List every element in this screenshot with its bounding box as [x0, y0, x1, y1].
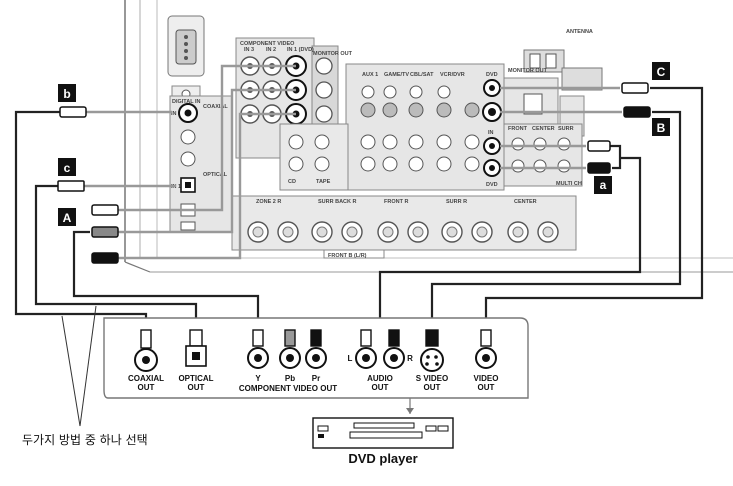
audio-cable-a [378, 156, 642, 330]
coaxial-out-label-1: COAXIAL [128, 374, 164, 383]
dvd-audio-in-label: IN [488, 130, 494, 136]
source-label-cblsat: CBL/SAT [410, 72, 434, 78]
audio-out-label-1: AUDIO [367, 374, 393, 383]
optical-out-label-1: OPTICAL [178, 374, 213, 383]
optical-cable-c [34, 184, 198, 332]
source-label-vcrdvr: VCR/DVR [440, 72, 465, 78]
source-label-aux1: AUX 1 [362, 72, 378, 78]
audio-l-label: L [348, 354, 353, 363]
callout-b: b [63, 87, 70, 101]
speaker-zone2: ZONE 2 R [256, 199, 281, 205]
component-video-out-label: COMPONENT VIDEO OUT [239, 384, 337, 393]
component-video-title: COMPONENT VIDEO [240, 41, 295, 47]
digital-coaxial-label: COAXIAL [203, 104, 228, 110]
video-cable-c [484, 86, 704, 330]
coaxial-out-label-2: OUT [138, 383, 155, 392]
dvd-bottom-label: DVD [486, 182, 498, 188]
callout-A: A [63, 211, 72, 225]
component-cable-pr-upper [118, 112, 296, 260]
dvd-player-icon [312, 417, 454, 449]
video-out-label-1: VIDEO [474, 374, 499, 383]
callout-b-box [58, 84, 76, 102]
digital-optical-label: OPTICAL [203, 172, 228, 178]
front-label: FRONT [508, 126, 528, 132]
source-jacks [288, 85, 480, 172]
panel-pointer [406, 398, 414, 414]
tape-label: TAPE [316, 179, 331, 185]
speaker-center: CENTER [514, 199, 537, 205]
speaker-front: FRONT R [384, 199, 408, 205]
speaker-surrback: SURR BACK R [318, 199, 357, 205]
speaker-posts [247, 221, 559, 243]
callout-c: c [64, 161, 71, 175]
video-out-label-2: OUT [478, 383, 495, 392]
front-b-label: FRONT B (L/R) [328, 253, 367, 259]
component-monitor-out-label: MONITOR OUT [313, 51, 353, 57]
callout-c-box [58, 158, 76, 176]
right-monitor-out-label: MONITOR OUT [508, 68, 548, 74]
rs232-port [167, 15, 205, 103]
callout-a-box [594, 176, 612, 194]
dvd-svideo-jack [420, 348, 444, 372]
source-jack-block: AUX 1 GAME/TV CBL/SAT VCR/DVR CD TAPE DV… [279, 63, 505, 191]
pb-label: Pb [285, 374, 295, 383]
callout-B-box [652, 118, 670, 136]
component-in2-label: IN 2 [266, 47, 276, 53]
cd-label: CD [288, 179, 296, 185]
svideo-out-label-2: OUT [424, 383, 441, 392]
svideo-cable-b [430, 110, 682, 330]
callout-C: C [657, 65, 666, 79]
multi-ch-label: MULTI CH [556, 181, 582, 187]
antenna-label: ANTENNA [566, 29, 593, 35]
pr-label: Pr [312, 374, 320, 383]
component-in1-dvd-label: IN 1 (DVD) [287, 47, 314, 53]
component-in3-label: IN 3 [244, 47, 254, 53]
dvd-top-label: DVD [486, 72, 498, 78]
callout-A-box [58, 208, 76, 226]
center-label-small: CENTER [532, 126, 555, 132]
callout-a: a [600, 178, 607, 192]
choose-one-lines [61, 305, 97, 427]
surr-label-small: SURR [558, 126, 574, 132]
callout-B: B [657, 121, 666, 135]
digital-opt-in1-label: IN 1 [171, 184, 181, 190]
cables [14, 64, 704, 334]
component-cable-y-upper [118, 64, 296, 212]
dvd-player-label: DVD player [348, 451, 417, 466]
component-cable-pb-upper [118, 88, 296, 234]
dvd-output-panel: COAXIAL OUT OPTICAL OUT Y Pb Pr COMPONEN… [103, 317, 529, 399]
y-label: Y [255, 374, 261, 383]
digital-in-title: DIGITAL IN [172, 99, 201, 105]
callout-C-box [652, 62, 670, 80]
optical-out-label-2: OUT [188, 383, 205, 392]
audio-r-label: R [407, 354, 413, 363]
component-cable-lower-1 [72, 230, 260, 330]
speaker-terminals: ZONE 2 R SURR BACK R FRONT R SURR R CENT… [231, 195, 577, 259]
speaker-surr: SURR R [446, 199, 467, 205]
source-label-gametv: GAME/TV [384, 72, 409, 78]
digital-coax-in1-label: IN 1 [171, 111, 181, 117]
choose-one-label: 두가지 방법 중 하나 선택 [22, 433, 148, 447]
plugs [57, 82, 651, 264]
svideo-out-label-1: S VIDEO [416, 374, 448, 383]
audio-out-label-2: OUT [372, 383, 389, 392]
callouts: C B a b c A [58, 62, 670, 226]
